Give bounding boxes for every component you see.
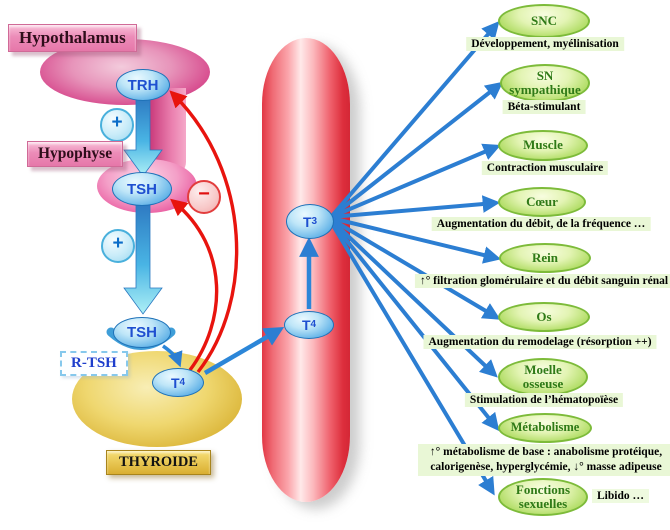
organ-metabolisme: Métabolisme <box>498 413 592 443</box>
organ-metabolisme-effect: ↑° métabolisme de base : anabolisme prot… <box>418 444 670 476</box>
organ-muscle-effect: Contraction musculaire <box>481 161 609 175</box>
hypothalamus-label: Hypothalamus <box>8 24 137 52</box>
organ-os-effect: Augmentation du remodelage (résorption +… <box>423 335 657 349</box>
trh-bubble: TRH <box>116 69 170 101</box>
organ-snc: SNC <box>498 4 590 38</box>
tsh-receptor-bubble: TSH <box>113 317 171 348</box>
organ-fonctions-sexuelles-effect: Libido … <box>592 489 649 503</box>
trh-label: TRH <box>127 76 159 94</box>
organ-os: Os <box>498 302 590 332</box>
negative-feedback-arrows <box>169 90 239 374</box>
plus-sign-trh-tsh: + <box>100 108 134 142</box>
tsh-bottom-label: TSH <box>127 324 157 341</box>
organ-snc-effect: Développement, myélinisation <box>466 37 624 51</box>
organ-moelle-osseuse: Moelle osseuse <box>498 358 588 396</box>
organ-sn-sympathique: SN sympathique <box>500 64 590 102</box>
t3-target-organ-arrows <box>329 20 504 496</box>
tsh-top-label: TSH <box>127 180 157 198</box>
organ-rein-effect: ↑° filtration glomérulaire et du débit s… <box>414 274 670 288</box>
thyroide-label: THYROIDE <box>106 450 211 475</box>
r-tsh-label: R-TSH <box>60 351 128 376</box>
minus-sign-feedback: − <box>187 180 221 214</box>
organ-sn-sympathique-effect: Béta-stimulant <box>502 100 586 114</box>
plus-sign-tsh-thyroid: + <box>101 229 135 263</box>
organ-moelle-osseuse-effect: Stimulation de l’hématopoïèse <box>464 393 624 407</box>
organ-rein: Rein <box>499 243 591 273</box>
organ-coeur: Cœur <box>498 187 586 217</box>
organ-muscle: Muscle <box>498 130 588 161</box>
organ-coeur-effect: Augmentation du débit, de la fréquence … <box>431 217 651 231</box>
blood-vessel <box>262 38 350 502</box>
hypophyse-label: Hypophyse <box>27 141 124 167</box>
hormone-transfer-arrows <box>162 237 319 375</box>
tsh-pituitary-bubble: TSH <box>112 172 172 206</box>
organ-fonctions-sexuelles: Fonctions sexuelles <box>498 478 588 516</box>
hypothalamo-pituitary-arrows <box>123 97 163 315</box>
